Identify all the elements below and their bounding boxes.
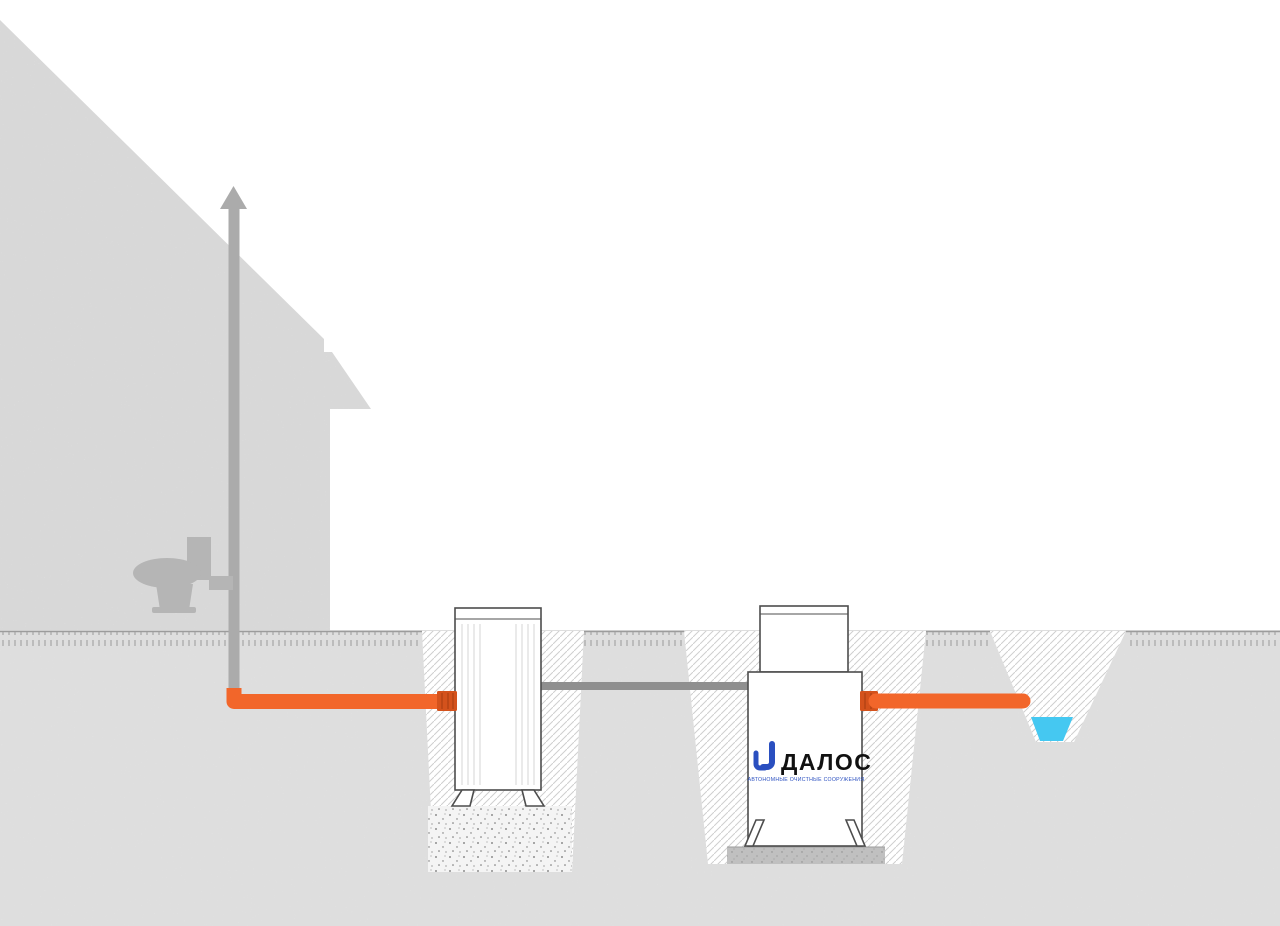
concrete-slab xyxy=(727,846,885,864)
septic-tank-2: ДАЛОС АВТОНОМНЫЕ ОЧИСТНЫЕ СООРУЖЕНИЯ xyxy=(743,605,872,847)
tank-1-foot-right xyxy=(520,789,546,807)
brand-logo: ДАЛОС АВТОНОМНЫЕ ОЧИСТНЫЕ СООРУЖЕНИЯ xyxy=(748,741,872,783)
toilet-icon xyxy=(133,537,233,613)
pipe-coupling-inlet xyxy=(437,691,457,711)
ground-surface xyxy=(0,630,1280,646)
ditch-water xyxy=(1031,717,1073,741)
inlet-pipe xyxy=(226,688,440,709)
brand-name: ДАЛОС xyxy=(781,749,872,775)
tank-2-foot-right xyxy=(844,819,867,847)
vent-arrow-icon xyxy=(220,186,247,209)
vent-pipe xyxy=(220,186,247,692)
tank-2-body xyxy=(747,671,863,847)
brand-tagline: АВТОНОМНЫЕ ОЧИСТНЫЕ СООРУЖЕНИЯ xyxy=(748,777,865,783)
interconnect-pipe xyxy=(541,682,748,690)
gravel-pad xyxy=(428,806,572,872)
tank-2-neck xyxy=(759,605,849,673)
tank-1-foot-left xyxy=(450,789,476,807)
tank-1-ribs xyxy=(461,624,535,785)
septic-tank-1 xyxy=(450,607,546,807)
brand-logo-icon xyxy=(753,741,775,771)
tank-2-foot-left xyxy=(743,819,766,847)
drainage-ditch xyxy=(990,631,1126,742)
